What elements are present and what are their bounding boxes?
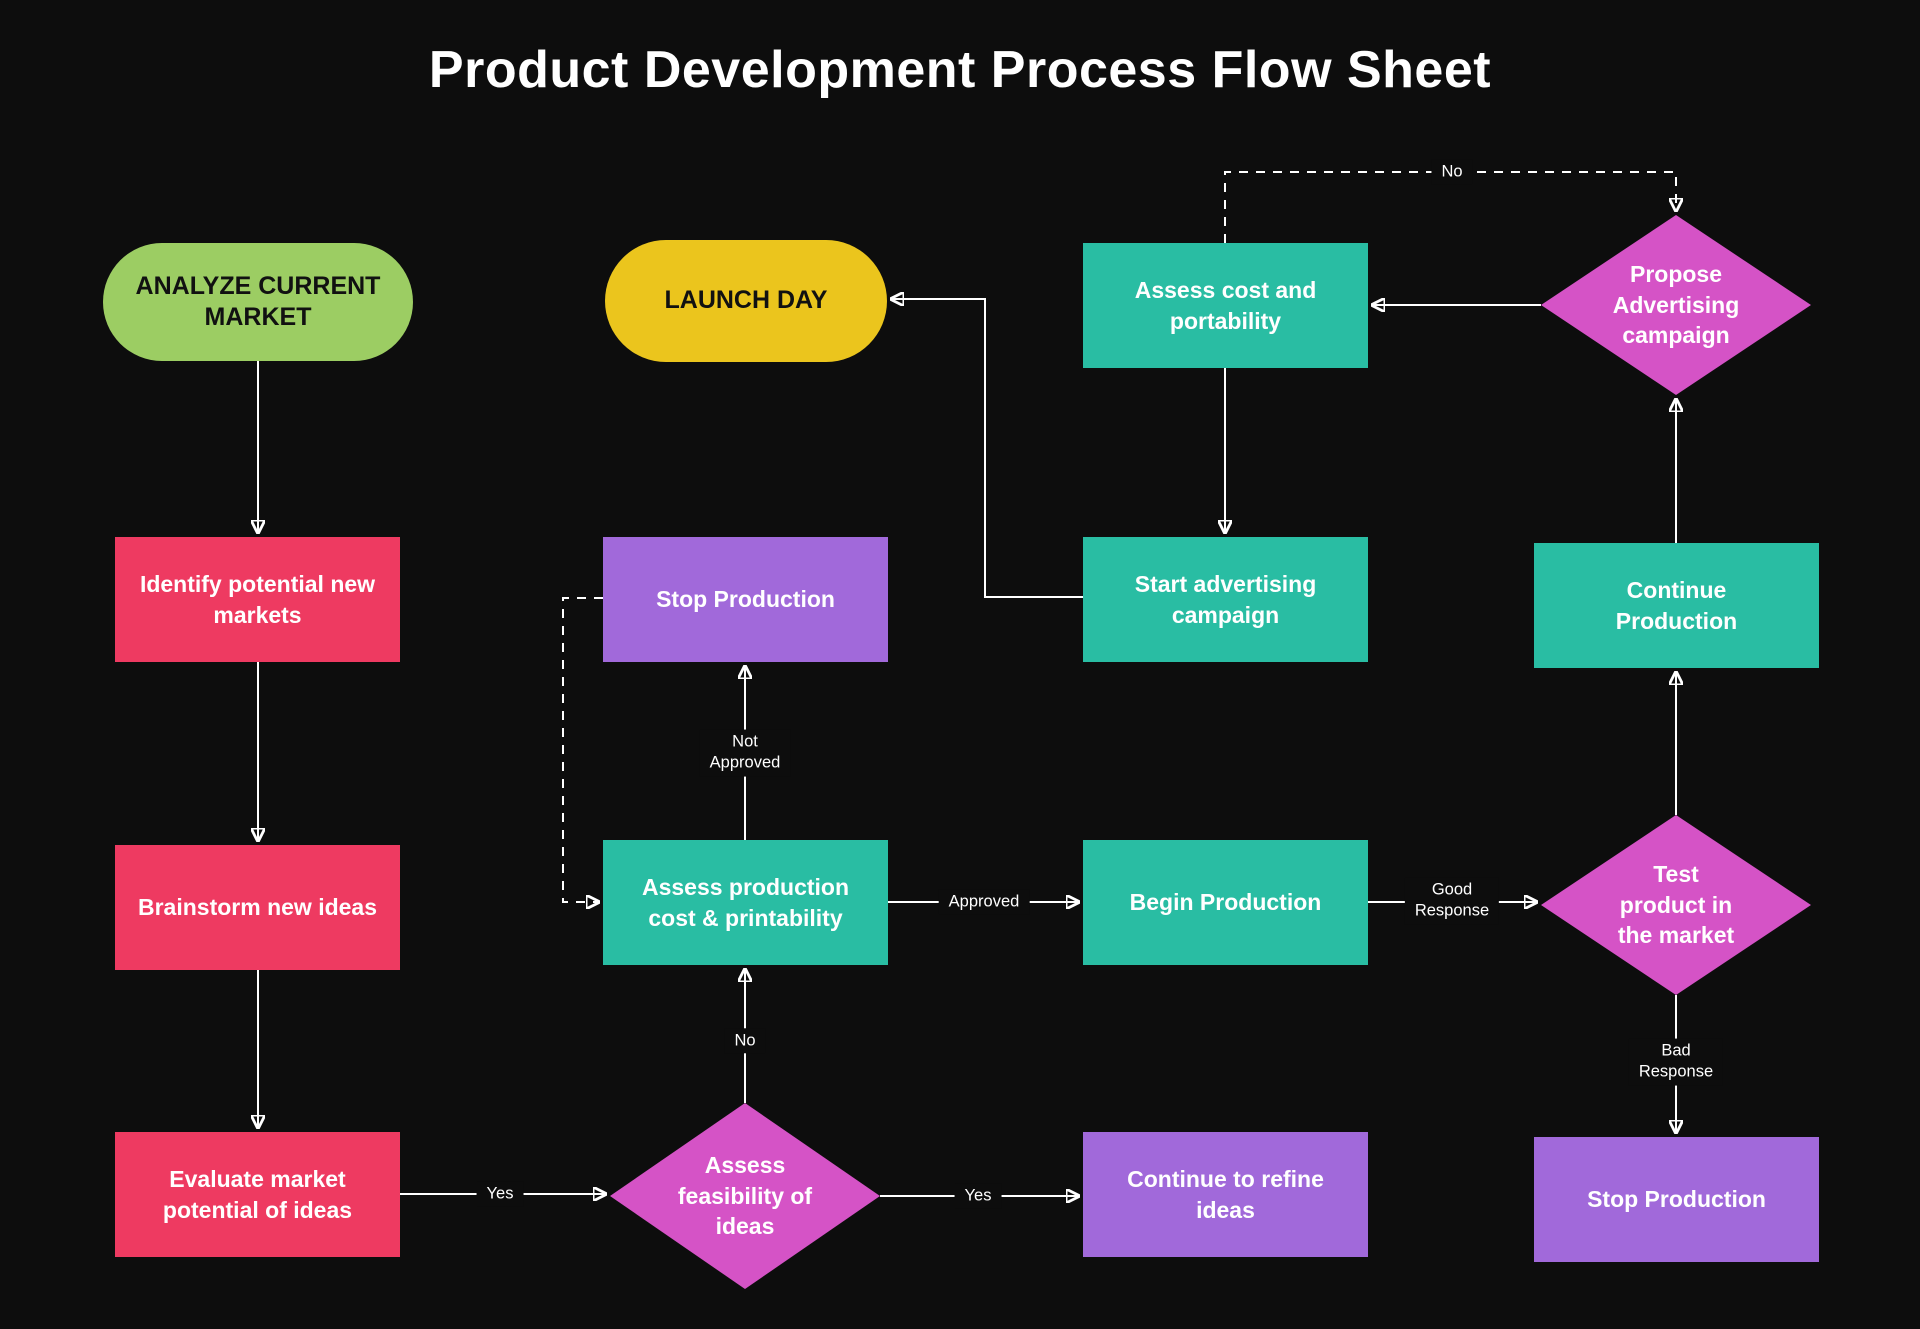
edge-label-no-advertising: No (1431, 159, 1473, 185)
node-label: Assess feasibility of ideas (677, 1152, 813, 1240)
page-title: Product Development Process Flow Sheet (428, 41, 1492, 99)
node-label: Propose Advertising campaign (1612, 261, 1740, 349)
node-label: Stop Production (1587, 1186, 1766, 1213)
node-launch-day: LAUNCH DAY (605, 240, 887, 362)
node-continue-to-refine-ideas: Continue to refine ideas (1083, 1132, 1368, 1257)
node-label: Start advertising campaign (1134, 571, 1317, 628)
edge-stopmid-to-assessprod-dashed (562, 597, 603, 902)
node-label: Evaluate market potential of ideas (162, 1166, 353, 1223)
node-label: Assess cost and portability (1134, 277, 1317, 334)
edge-label-yes-right: Yes (954, 1183, 1002, 1209)
node-label: Test product in the market (1617, 861, 1735, 949)
node-evaluate-market-potential: Evaluate market potential of ideas (115, 1132, 400, 1257)
node-continue-production: Continue Production (1534, 543, 1819, 668)
edge-label-yes-left: Yes (476, 1181, 524, 1207)
node-analyze-current-market: ANALYZE CURRENT MARKET (103, 243, 413, 361)
edge-label-approved: Approved (938, 889, 1030, 915)
edge-startadv-to-launch (892, 299, 1083, 598)
node-stop-production-mid: Stop Production (603, 537, 888, 662)
edge-label-bad-response: Bad Response (1628, 1038, 1724, 1086)
node-label: Stop Production (656, 586, 835, 613)
edge-label-no-feasibility: No (724, 1028, 766, 1054)
node-label: Begin Production (1129, 889, 1322, 916)
node-label: Continue to refine ideas (1127, 1166, 1324, 1223)
node-start-advertising-campaign: Start advertising campaign (1083, 537, 1368, 662)
edge-label-good-response: Good Response (1404, 877, 1500, 925)
node-label: ANALYZE CURRENT MARKET (135, 271, 381, 331)
edge-label-not-approved: Not Approved (699, 729, 791, 777)
node-label: Continue Production (1615, 577, 1738, 634)
node-label: Identify potential new markets (139, 571, 376, 628)
node-assess-production-cost: Assess production cost & printability (603, 840, 888, 965)
node-stop-production-right: Stop Production (1534, 1137, 1819, 1262)
node-label: LAUNCH DAY (664, 286, 828, 315)
node-identify-potential-new-markets: Identify potential new markets (115, 537, 400, 662)
node-label: Brainstorm new ideas (137, 894, 378, 921)
node-assess-cost-portability: Assess cost and portability (1083, 243, 1368, 368)
node-label: Assess production cost & printability (641, 874, 850, 931)
node-begin-production: Begin Production (1083, 840, 1368, 965)
node-brainstorm-new-ideas: Brainstorm new ideas (115, 845, 400, 970)
